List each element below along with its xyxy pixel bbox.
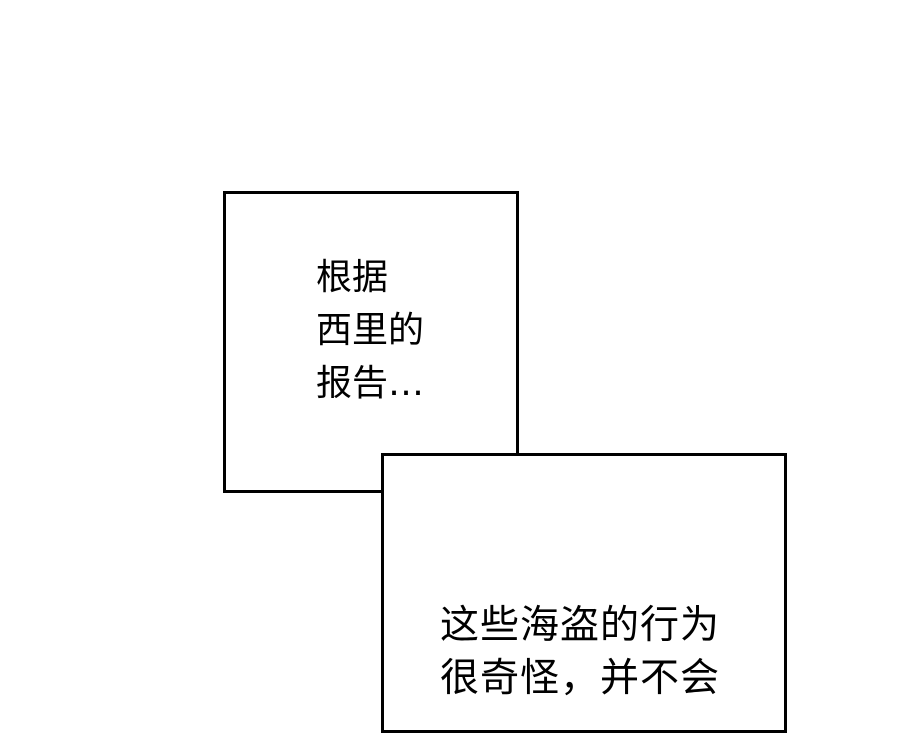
caption-line: 这些海盗的行为	[440, 603, 721, 648]
caption-line: 根据	[316, 257, 389, 298]
caption-line: 西里的	[316, 310, 425, 351]
caption-line: 很奇怪，并不会	[440, 656, 721, 701]
caption-box-1: 根据 西里的 报告…	[223, 191, 519, 493]
caption-line: 报告…	[316, 363, 425, 404]
caption-box-2: 这些海盗的行为 很奇怪，并不会	[381, 453, 787, 733]
